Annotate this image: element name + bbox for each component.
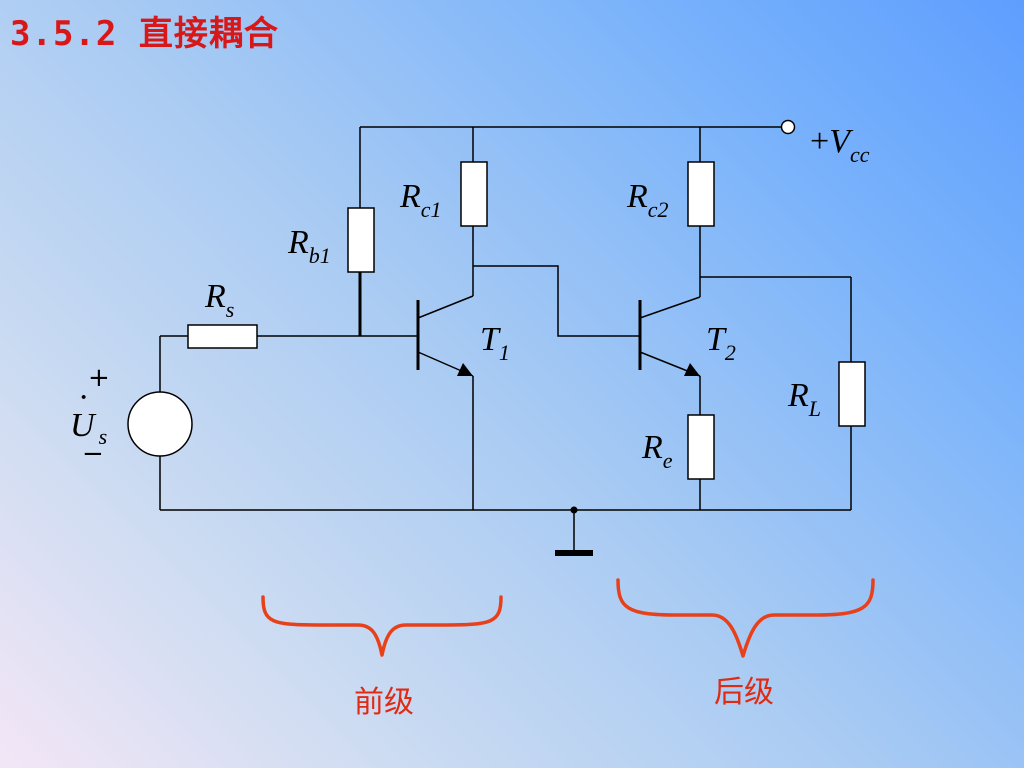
source-dot: · bbox=[78, 379, 89, 416]
rb1-resistor bbox=[347, 207, 375, 273]
source-minus-sign: − bbox=[82, 439, 104, 469]
signal-source bbox=[127, 391, 193, 457]
ground-rail bbox=[160, 506, 851, 556]
rear-stage-brace bbox=[616, 578, 875, 658]
source-plus-sign: + bbox=[88, 363, 110, 393]
rb1-branch bbox=[347, 127, 375, 336]
input-network bbox=[127, 324, 418, 510]
label-rs: Rs bbox=[204, 278, 234, 322]
supply-rail bbox=[360, 119, 796, 135]
rc2-branch bbox=[687, 127, 851, 297]
rc1-resistor bbox=[460, 161, 488, 227]
front-stage-label: 前级 bbox=[354, 685, 414, 720]
label-vcc: +Vcc bbox=[810, 123, 870, 167]
label-rl: RL bbox=[787, 377, 821, 421]
label-t1: T1 bbox=[480, 321, 510, 365]
label-t2: T2 bbox=[706, 321, 736, 365]
rl-resistor bbox=[838, 361, 866, 427]
t2-emitter-arrow bbox=[684, 363, 700, 376]
t1-emitter-arrow bbox=[457, 363, 473, 376]
label-rb1: Rb1 bbox=[287, 224, 331, 268]
front-stage-brace bbox=[261, 595, 503, 657]
label-rc2: Rc2 bbox=[626, 178, 669, 222]
rc2-resistor bbox=[687, 161, 715, 227]
vcc-terminal bbox=[780, 119, 796, 135]
rl-branch bbox=[838, 277, 866, 510]
slide-title: 3.5.2 直接耦合 bbox=[10, 14, 279, 54]
re-resistor bbox=[687, 414, 715, 480]
transistor-t1 bbox=[416, 295, 474, 510]
rs-resistor bbox=[187, 324, 258, 349]
label-re: Re bbox=[641, 429, 673, 473]
rear-stage-label: 后级 bbox=[714, 675, 774, 710]
rc1-branch bbox=[460, 127, 640, 337]
transistor-t2 bbox=[638, 296, 715, 510]
label-rc1: Rc1 bbox=[399, 178, 442, 222]
